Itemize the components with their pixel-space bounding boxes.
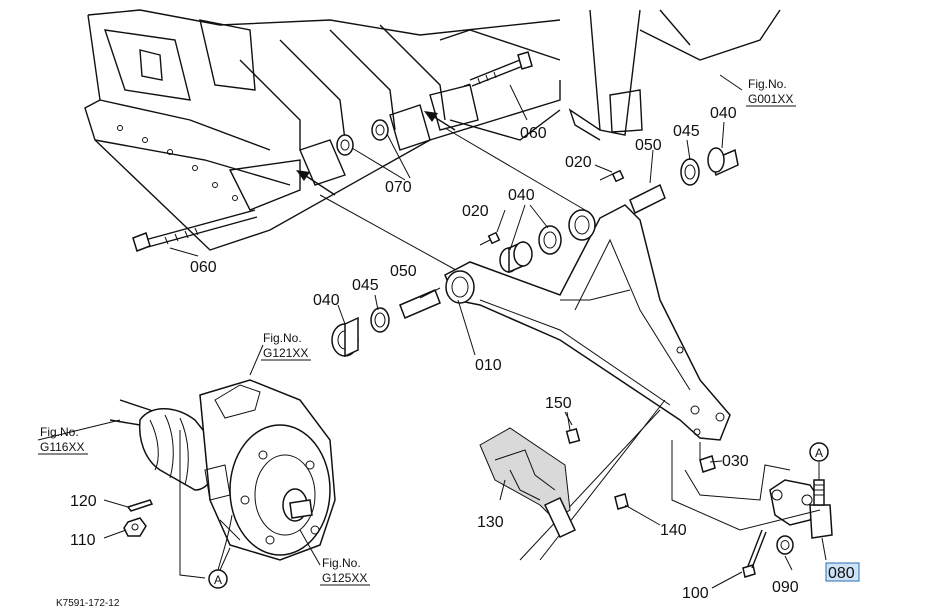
label-060-upper: 060 bbox=[520, 125, 547, 142]
label-080: 080 bbox=[828, 565, 855, 582]
label-030: 030 bbox=[722, 453, 749, 470]
label-150: 150 bbox=[545, 395, 572, 412]
label-050-upper: 050 bbox=[635, 137, 662, 154]
label-045-upper: 045 bbox=[673, 123, 700, 140]
a-arm-010 bbox=[444, 171, 731, 441]
cotter-pin-and-nut bbox=[123, 499, 154, 537]
highlighted-part-box bbox=[825, 562, 860, 582]
callout-a-bottom-text: A bbox=[214, 573, 222, 587]
label-120: 120 bbox=[70, 493, 97, 510]
label-020-lower: 020 bbox=[462, 203, 489, 220]
diagram-code: K7591-172-12 bbox=[56, 598, 120, 609]
fig-ref-g121-prefix: Fig.No. bbox=[263, 331, 302, 345]
insertion-arrows bbox=[296, 111, 456, 196]
label-070: 070 bbox=[385, 179, 412, 196]
grease-nipples-020 bbox=[487, 169, 625, 245]
rear-pivot-parts bbox=[499, 147, 739, 274]
label-020-upper: 020 bbox=[565, 154, 592, 171]
label-110: 110 bbox=[70, 532, 96, 549]
label-040-upper: 040 bbox=[710, 105, 737, 122]
fig-ref-g001-code: G001XX bbox=[748, 92, 793, 106]
label-050-front: 050 bbox=[390, 263, 417, 280]
fig-ref-g125-code: G125XX bbox=[322, 571, 367, 585]
axle-hub-assembly bbox=[109, 379, 336, 579]
fig-ref-g116-code: G116XX bbox=[40, 440, 84, 454]
frame-guide-lines bbox=[319, 127, 586, 276]
bolt-060-upper bbox=[463, 51, 533, 121]
label-040-middle: 040 bbox=[508, 187, 535, 204]
label-140: 140 bbox=[660, 522, 687, 539]
bolt-060-lower bbox=[132, 209, 258, 257]
callout-a-top-text: A bbox=[815, 446, 823, 460]
fig-ref-g116-prefix: Fig.No. bbox=[40, 425, 79, 439]
label-130: 130 bbox=[477, 514, 504, 531]
fig-ref-g001-prefix: Fig.No. bbox=[748, 77, 787, 91]
label-090: 090 bbox=[772, 579, 799, 596]
fig-ref-g121-code: G121XX bbox=[263, 346, 308, 360]
label-010: 010 bbox=[475, 357, 502, 374]
ball-joint-assembly bbox=[699, 442, 833, 578]
label-040-front: 040 bbox=[313, 292, 340, 309]
callout-a-top: A bbox=[809, 442, 829, 462]
part-labels: 060 070 060 020 050 045 040 020 040 040 … bbox=[70, 105, 860, 602]
shield-130 bbox=[479, 411, 629, 538]
bushings-070 bbox=[336, 119, 411, 181]
label-045-front: 045 bbox=[352, 277, 379, 294]
leader-lines bbox=[37, 74, 827, 589]
callout-a-bottom: A bbox=[208, 569, 228, 589]
label-060-lower: 060 bbox=[190, 259, 217, 276]
front-pivot-parts bbox=[331, 289, 441, 358]
label-100: 100 bbox=[682, 585, 709, 602]
reference-brackets bbox=[519, 399, 821, 561]
figure-references: Fig.No. G001XX Fig.No. G121XX Fig.No. G1… bbox=[38, 77, 796, 586]
fig-ref-g125-prefix: Fig.No. bbox=[322, 556, 361, 570]
tractor-frame bbox=[84, 9, 781, 251]
